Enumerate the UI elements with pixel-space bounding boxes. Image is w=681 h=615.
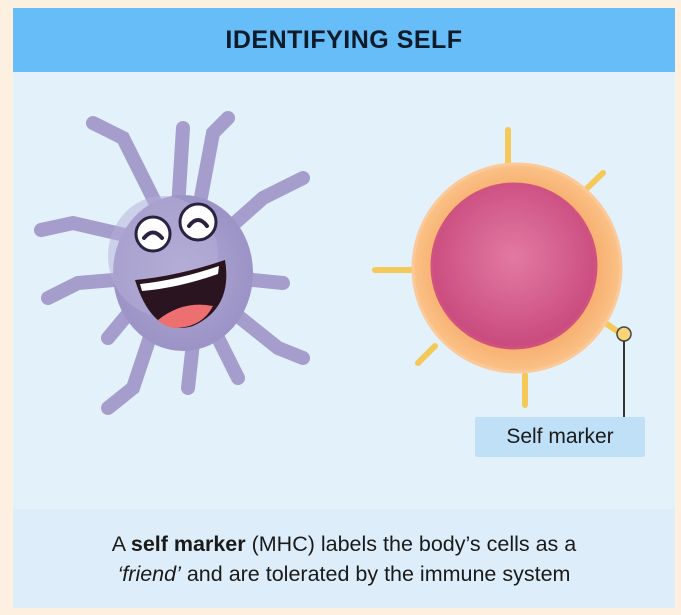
- caption-italic: ‘friend’: [118, 562, 181, 586]
- self-marker-tip: [617, 327, 631, 341]
- self-marker-label: Self marker: [475, 417, 645, 457]
- smiling-immune-cell-icon: [41, 118, 303, 408]
- caption-bold: self marker: [131, 532, 246, 556]
- caption-pre: A: [112, 532, 131, 556]
- caption-mid: (MHC) labels the body’s cells as a: [246, 532, 577, 556]
- body-cell-icon: [375, 130, 631, 417]
- caption: A self marker (MHC) labels the body’s ce…: [112, 529, 577, 589]
- caption-panel: A self marker (MHC) labels the body’s ce…: [13, 509, 675, 608]
- caption-post: and are tolerated by the immune system: [181, 562, 571, 586]
- self-marker-label-text: Self marker: [506, 425, 613, 449]
- diagram-card: IDENTIFYING SELF: [13, 8, 675, 608]
